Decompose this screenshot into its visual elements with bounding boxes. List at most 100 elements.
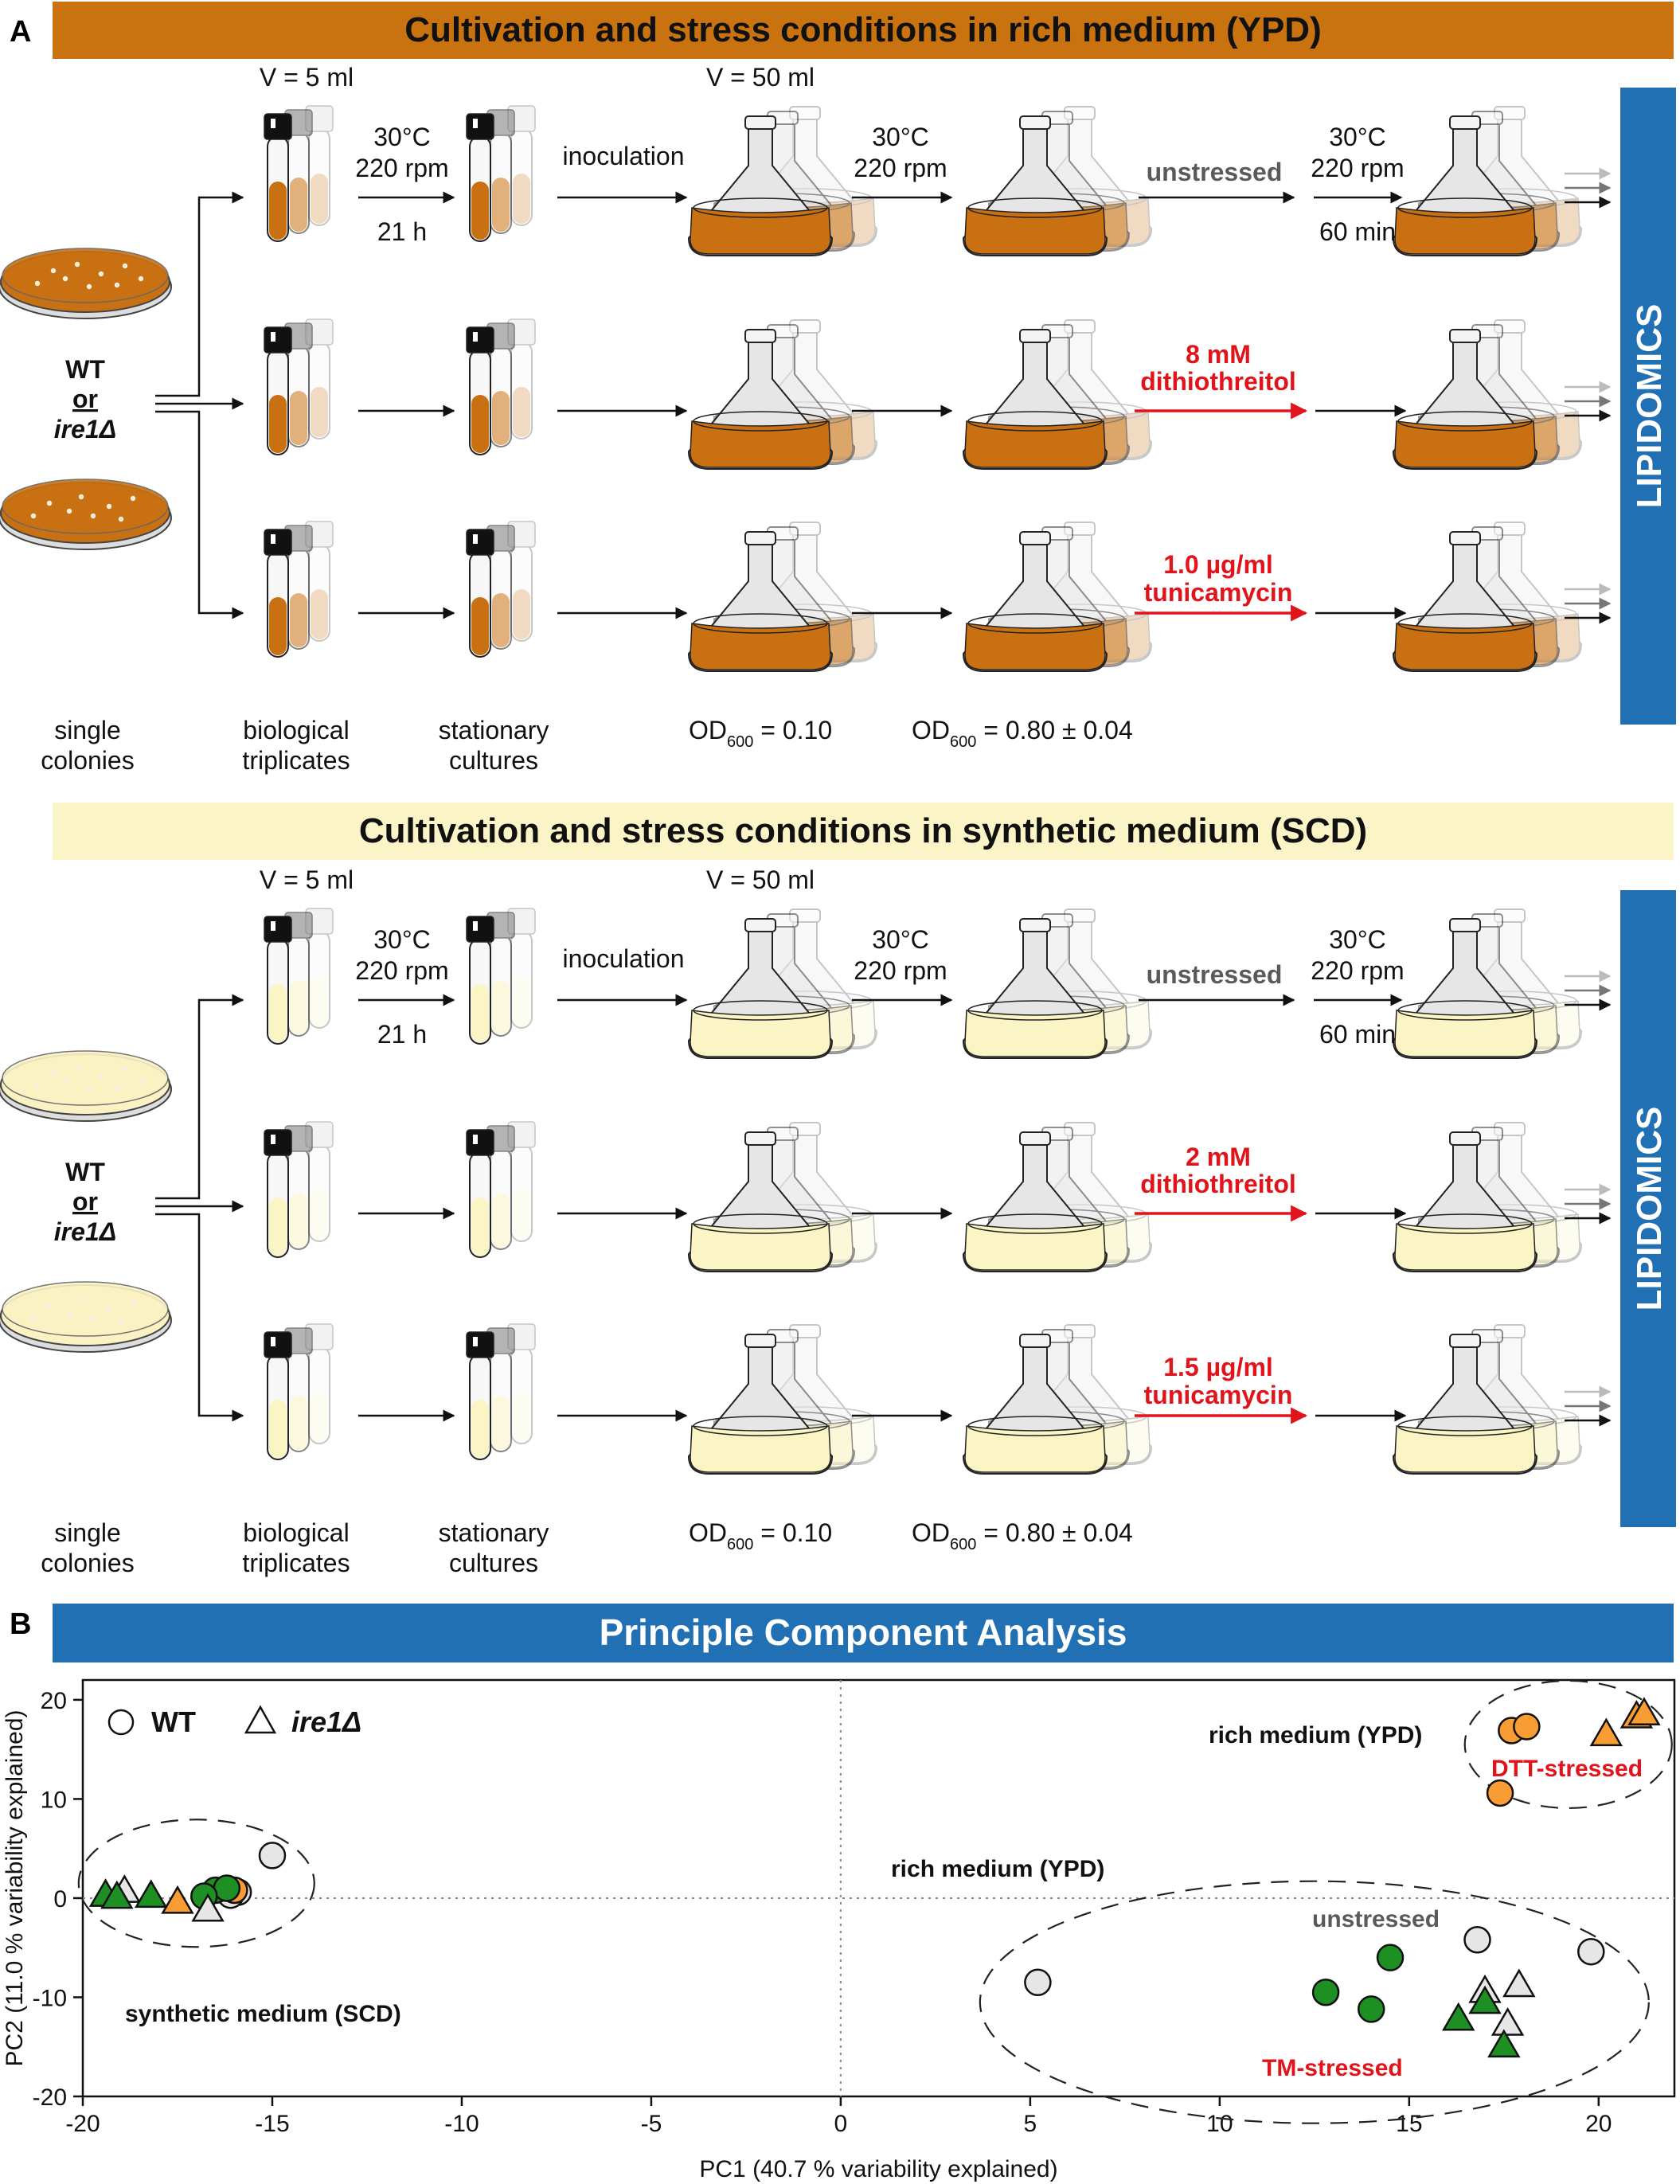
caption-biological: biological [243, 1518, 349, 1547]
step3-temperature: 30°C [1329, 925, 1386, 954]
unstressed-label: unstressed [1147, 960, 1283, 989]
flask-icon [962, 531, 1108, 672]
stressed-flasks [1392, 1122, 1583, 1272]
stressed-flasks [1392, 106, 1583, 256]
od-start-label: OD600 = 0.10 [689, 716, 832, 751]
annotation-tm-stressed: TM-stressed [1262, 2055, 1403, 2081]
flask-icon [687, 918, 834, 1059]
y-tick-label: -20 [33, 2084, 67, 2111]
x-axis-label: PC1 (40.7 % variability explained) [699, 2156, 1057, 2182]
stationary-culture-tubes [466, 908, 536, 1045]
data-point-wt-7-2 [1486, 1779, 1514, 1807]
flask-icon [687, 1131, 834, 1272]
dtt-label: dithiothreitol [1140, 1170, 1296, 1198]
y-tick-label: -10 [33, 1985, 67, 2011]
x-tick-label: -15 [255, 2111, 289, 2137]
branch-arrow [155, 1213, 244, 1422]
flask-icon [687, 329, 834, 470]
stressed-flasks [1392, 522, 1583, 672]
caption-colonies: colonies [41, 1549, 134, 1577]
starter-culture-tubes [264, 521, 334, 658]
test-tube-icon [264, 529, 292, 658]
tm-label: tunicamycin [1144, 578, 1293, 607]
od-end-label-value: = 0.80 ± 0.04 [976, 1518, 1132, 1547]
step3-duration: 60 min [1319, 217, 1396, 246]
data-point-ire1-10-2 [1627, 1697, 1661, 1725]
cluster-outline-ypd [979, 1880, 1650, 2124]
annotation-synthetic-medium: synthetic medium (SCD) [125, 2001, 401, 2027]
od-end-label-sub: 600 [950, 733, 976, 751]
caption-colonies: colonies [41, 746, 134, 775]
tm-concentration: 1.5 µg/ml [1163, 1353, 1273, 1381]
test-tube-icon [284, 912, 313, 1037]
caption-stationary: stationary [439, 716, 549, 744]
annotation-dtt-stressed: DTT-stressed [1491, 1756, 1643, 1782]
x-tick-label: 10 [1206, 2111, 1233, 2137]
ypd-title-banner [53, 2, 1674, 59]
petri-dish-icon [0, 248, 172, 319]
test-tube-icon [264, 916, 292, 1045]
branch-arrow [155, 410, 244, 619]
inoculated-flasks [687, 908, 878, 1059]
od-end-label-value: = 0.80 ± 0.04 [976, 716, 1132, 744]
od-start-label: OD600 = 0.10 [689, 1518, 832, 1553]
flask-icon [1392, 531, 1538, 672]
flask-icon [962, 329, 1108, 470]
lipidomics-label: LIPIDOMICS [1630, 304, 1669, 509]
stressed-flasks [1392, 1324, 1583, 1475]
caption-single: single [54, 1518, 121, 1547]
stationary-culture-tubes [466, 318, 536, 455]
data-point-wt-8-1 [1357, 1995, 1385, 2023]
pca-title-banner [53, 1604, 1674, 1662]
scd-section: Cultivation and stress conditions in syn… [53, 803, 1674, 860]
data-point-wt-2-1 [213, 1874, 241, 1902]
inoculated-flasks [687, 522, 878, 672]
step2-rpm: 220 rpm [854, 956, 947, 985]
dtt-concentration: 8 mM [1186, 340, 1251, 369]
pca-title: Principle Component Analysis [600, 1612, 1127, 1653]
petri-dish-icon [0, 1050, 172, 1122]
legend-wt-marker [107, 1709, 135, 1736]
grown-flasks [962, 1122, 1153, 1272]
dtt-concentration: 2 mM [1186, 1143, 1251, 1171]
scd-title-banner [53, 803, 1674, 860]
od-start-label-value: = 0.10 [753, 1518, 832, 1547]
legend-ire1-label: ire1Δ [291, 1705, 361, 1738]
y-tick-label: 20 [41, 1688, 67, 1714]
scd-title: Cultivation and stress conditions in syn… [359, 811, 1367, 850]
test-tube-icon [305, 908, 334, 1029]
grown-flasks [962, 319, 1153, 470]
petri-dish-icon [0, 479, 172, 550]
flask-icon [1392, 329, 1538, 470]
od-start-label-od: OD [689, 1518, 727, 1547]
inoculated-flasks [687, 319, 878, 470]
dtt-label: dithiothreitol [1140, 367, 1296, 396]
step1-duration: 21 h [377, 1020, 427, 1049]
ypd-title: Cultivation and stress conditions in ric… [404, 10, 1321, 49]
grown-flasks [962, 1324, 1153, 1475]
lipidomics-bar [1620, 88, 1676, 725]
inoculated-flasks [687, 1324, 878, 1475]
step1-temperature: 30°C [373, 123, 431, 151]
lipidomics-label: LIPIDOMICS [1630, 1107, 1669, 1311]
lipidomics-bar [1620, 890, 1676, 1527]
flask-icon [687, 1334, 834, 1475]
test-tube-icon [486, 912, 515, 1037]
y-tick-label: 10 [41, 1787, 67, 1813]
strain-ire1-label: ire1Δ [54, 1217, 116, 1246]
step3-rpm: 220 rpm [1311, 956, 1404, 985]
ypd-section: Cultivation and stress conditions in ric… [53, 2, 1674, 59]
unstressed-label: unstressed [1147, 158, 1283, 186]
data-point-ire1-5-1 [100, 1880, 134, 1909]
data-point-wt-6-2 [1577, 1937, 1605, 1966]
strain-or-label: or [72, 385, 98, 413]
od-end-label: OD600 = 0.80 ± 0.04 [912, 1518, 1133, 1553]
caption-triplicates: triplicates [242, 746, 350, 775]
data-point-wt-0-0 [258, 1842, 287, 1869]
data-point-wt-7-1 [1513, 1713, 1541, 1741]
annotation-rich-medium-dtt: rich medium (YPD) [1209, 1722, 1422, 1748]
od-end-label-od: OD [912, 716, 950, 744]
annotation-unstressed: unstressed [1312, 1906, 1440, 1932]
strain-or-label: or [72, 1187, 98, 1216]
